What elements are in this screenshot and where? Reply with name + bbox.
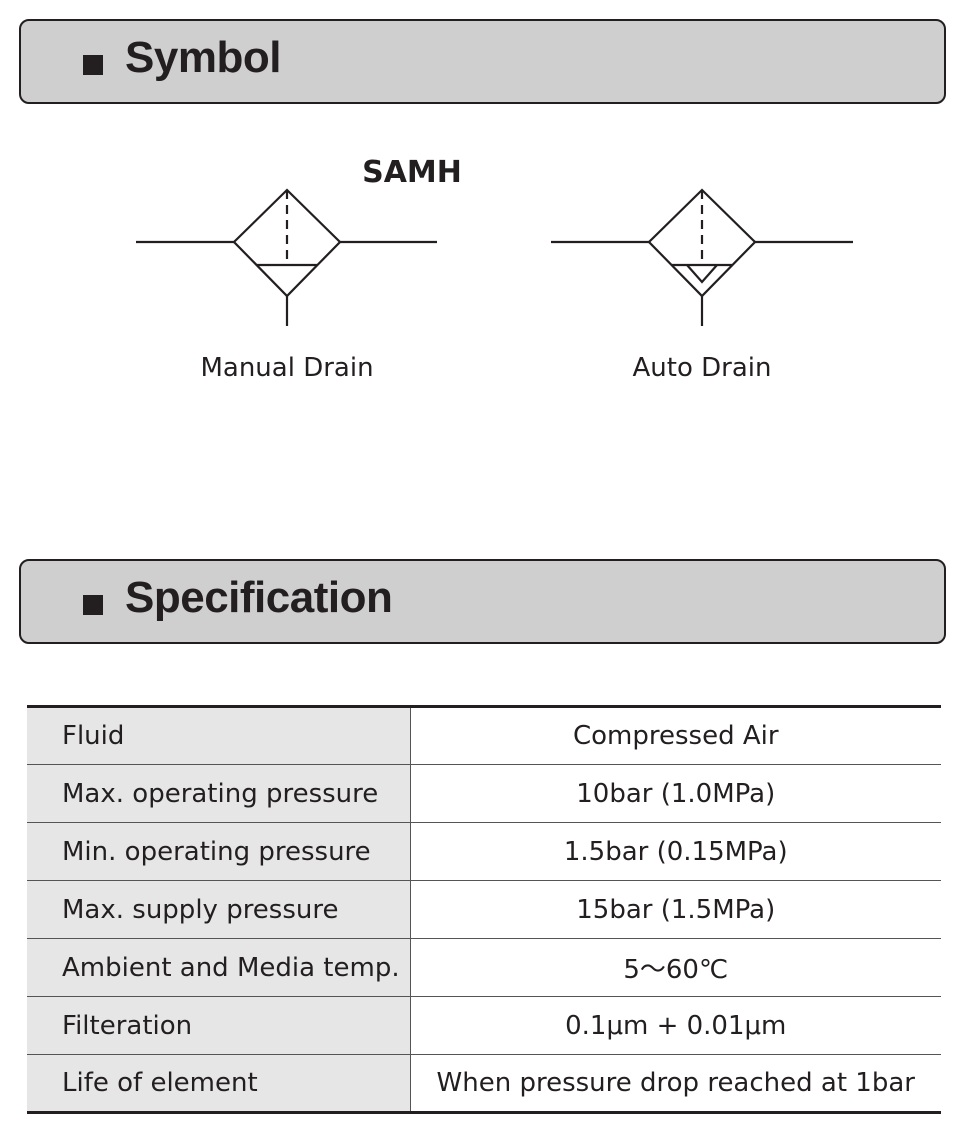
auto-drain-filter-icon [551, 188, 853, 326]
spec-label: Max. operating pressure [27, 764, 411, 823]
specification-header: Specification [19, 559, 946, 644]
section-title: Specification [125, 573, 393, 622]
section-title: Symbol [125, 33, 281, 82]
spec-value: 10bar (1.0MPa) [410, 764, 941, 823]
filter-symbols [136, 188, 853, 326]
manual-drain-filter-icon [136, 188, 437, 326]
bullet-square-icon [83, 595, 103, 615]
spec-value: 0.1μm + 0.01μm [410, 996, 941, 1055]
table-row: Life of element When pressure drop reache… [27, 1054, 941, 1113]
spec-label: Max. supply pressure [27, 880, 411, 939]
spec-value: 15bar (1.5MPa) [410, 880, 941, 939]
spec-value: When pressure drop reached at 1bar [436, 1068, 915, 1098]
spec-label: Life of element [27, 1054, 411, 1113]
spec-label: Filteration [27, 996, 411, 1055]
spec-value: 1.5bar (0.15MPa) [410, 822, 941, 881]
symbol-header: Symbol [19, 19, 946, 104]
spec-value: 5～60℃ [410, 938, 941, 997]
spec-label: Ambient and Media temp. [27, 938, 411, 997]
bullet-square-icon [83, 55, 103, 75]
table-row: Ambient and Media temp.5～60℃ [27, 938, 941, 997]
spec-label: Fluid [27, 706, 411, 765]
spec-label: Min. operating pressure [27, 822, 411, 881]
auto-drain-label: Auto Drain [632, 353, 772, 383]
manual-drain-label: Manual Drain [200, 353, 374, 383]
model-label: SAMH [362, 155, 462, 190]
spec-value: Compressed Air [410, 706, 941, 765]
